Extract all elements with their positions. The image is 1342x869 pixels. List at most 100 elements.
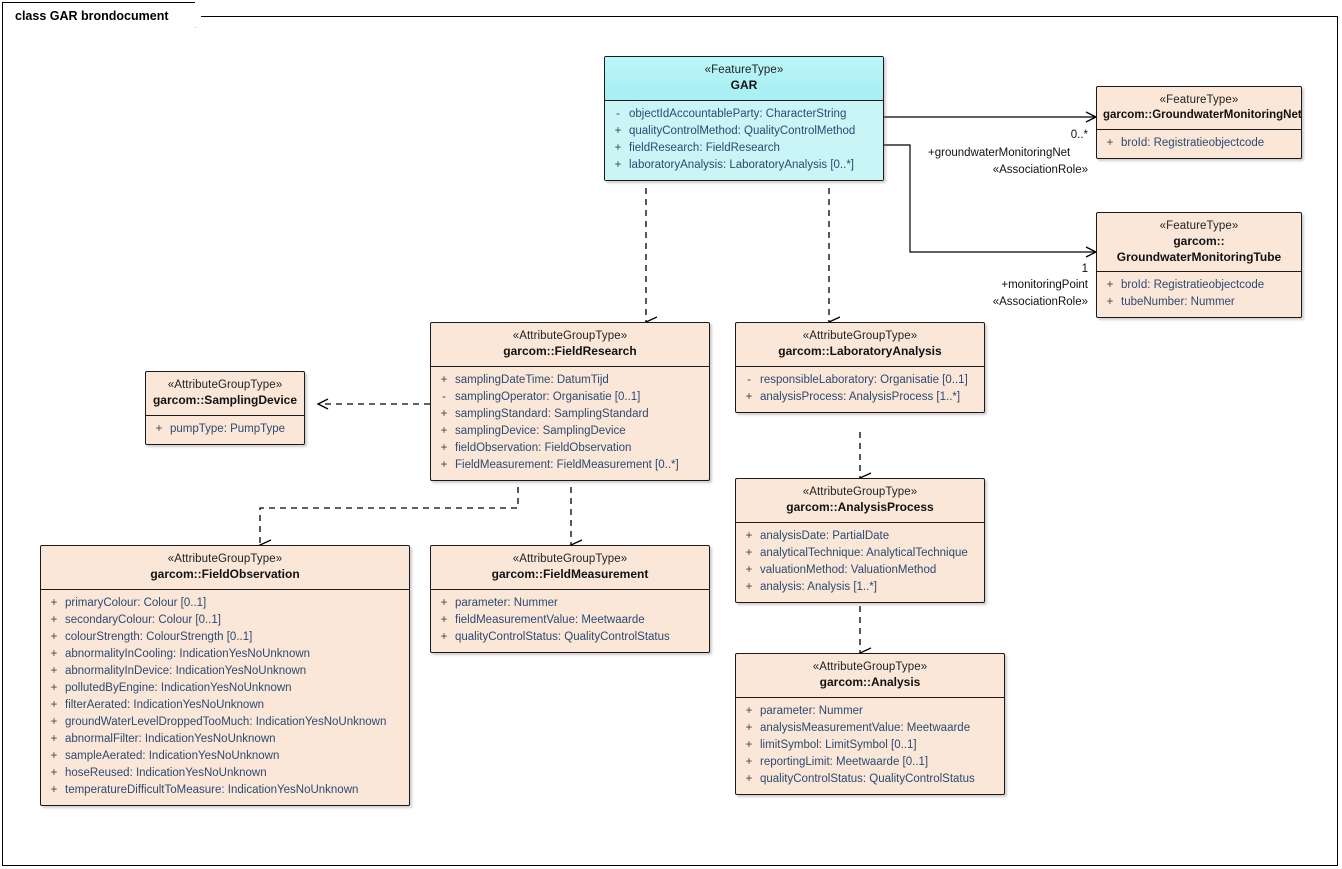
- class-stereotype: «AttributeGroupType»: [512, 330, 628, 342]
- class-box-groundwatermonitoringnet[interactable]: «FeatureType» garcom::GroundwaterMonitor…: [1096, 86, 1302, 160]
- attribute-visibility: +: [440, 407, 448, 420]
- attribute-visibility: +: [745, 755, 753, 768]
- attribute-text: hoseReused: IndicationYesNoUnknown: [65, 766, 267, 779]
- attribute-compartment: +parameter: Nummer+fieldMeasurementValue…: [431, 590, 709, 652]
- attribute-text: samplingDateTime: DatumTijd: [455, 373, 609, 386]
- class-box-samplingdevice[interactable]: «AttributeGroupType» garcom::SamplingDev…: [145, 371, 305, 445]
- class-header: «AttributeGroupType» garcom::FieldMeasur…: [431, 546, 709, 590]
- attribute-text: analysisDate: PartialDate: [760, 529, 890, 542]
- attribute-row: +secondaryColour: Colour [0..1]: [43, 612, 407, 629]
- attribute-visibility: +: [745, 546, 753, 559]
- class-box-analysisprocess[interactable]: «AttributeGroupType» garcom::AnalysisPro…: [735, 478, 985, 603]
- class-stereotype: «AttributeGroupType»: [802, 330, 918, 342]
- attribute-text: parameter: Nummer: [760, 704, 863, 717]
- attribute-row: -responsibleLaboratory: Organisatie [0..…: [738, 372, 982, 389]
- attribute-text: filterAerated: IndicationYesNoUnknown: [65, 698, 265, 711]
- attribute-visibility: +: [745, 772, 753, 785]
- attribute-visibility: +: [440, 424, 448, 437]
- class-stereotype: «AttributeGroupType»: [512, 553, 628, 565]
- attribute-visibility: +: [50, 596, 58, 609]
- attribute-text: responsibleLaboratory: Organisatie [0..1…: [760, 373, 968, 386]
- attribute-compartment: -responsibleLaboratory: Organisatie [0..…: [736, 367, 984, 412]
- attribute-row: + qualityControlStatus: QualityControlSta…: [433, 629, 707, 646]
- attribute-row: +primaryColour: Colour [0..1]: [43, 595, 407, 612]
- attribute-visibility: +: [440, 441, 448, 454]
- label-tube-role: +monitoringPoint: [1001, 279, 1088, 291]
- attribute-row: -samplingOperator: Organisatie [0..1]: [433, 389, 707, 406]
- attribute-text: groundWaterLevelDroppedTooMuch: Indicati…: [65, 715, 387, 728]
- attribute-visibility: +: [440, 630, 448, 643]
- attribute-row: +temperatureDifficultToMeasure: Indicati…: [43, 782, 407, 799]
- attribute-text: analysisMeasurementValue: Meetwaarde: [760, 721, 971, 734]
- attribute-compartment: +samplingDateTime: DatumTijd-samplingOpe…: [431, 367, 709, 480]
- label-net-multiplicity: 0..*: [1070, 129, 1088, 141]
- attribute-text: qualityControlStatus: QualityControlStat…: [455, 630, 670, 643]
- class-header: «AttributeGroupType» garcom::SamplingDev…: [146, 372, 304, 416]
- attribute-visibility: -: [616, 107, 620, 120]
- class-stereotype: «AttributeGroupType»: [167, 553, 283, 565]
- attribute-text: samplingOperator: Organisatie [0..1]: [455, 390, 641, 403]
- attribute-visibility: +: [614, 124, 622, 137]
- attribute-row: + hoseReused: IndicationYesNoUnknown: [43, 765, 407, 782]
- class-name: garcom::LaboratoryAnalysis: [778, 344, 942, 359]
- attribute-row: + qualityControlMethod: QualityControlMet…: [607, 123, 881, 140]
- attribute-visibility: +: [1106, 296, 1114, 309]
- attribute-row: +samplingDateTime: DatumTijd: [433, 372, 707, 389]
- attribute-compartment: +analysisDate: PartialDate+analyticalTec…: [736, 523, 984, 602]
- attribute-visibility: +: [440, 613, 448, 626]
- class-name: garcom::GroundwaterMonitoringNet: [1103, 109, 1302, 122]
- class-header: «FeatureType» GAR: [605, 57, 883, 101]
- attribute-row: +laboratoryAnalysis: LaboratoryAnalysis …: [607, 157, 881, 174]
- class-name: GAR: [730, 78, 758, 93]
- attribute-row: +abnormalFilter: IndicationYesNoUnknown: [43, 731, 407, 748]
- class-name: garcom::FieldObservation: [150, 567, 300, 582]
- diagram-title-tab: class GAR brondocument: [2, 2, 207, 29]
- attribute-row: +fieldObservation: FieldObservation: [433, 440, 707, 457]
- attribute-visibility: +: [614, 158, 622, 171]
- attribute-row: +reportingLimit: Meetwaarde [0..1]: [738, 754, 1002, 771]
- attribute-compartment: +primaryColour: Colour [0..1]+secondaryC…: [41, 590, 409, 805]
- attribute-row: +qualityControlStatus: QualityControlSta…: [738, 771, 1002, 788]
- attribute-text: valuationMethod: ValuationMethod: [760, 563, 937, 576]
- attribute-text: objectIdAccountableParty: CharacterStrin…: [629, 107, 847, 120]
- attribute-text: tubeNumber: Nummer: [1121, 296, 1235, 309]
- attribute-visibility: +: [745, 580, 753, 593]
- class-header: «AttributeGroupType» garcom::LaboratoryA…: [736, 323, 984, 367]
- label-net-role: +groundwaterMonitoringNet: [928, 147, 1071, 159]
- attribute-row: +samplingStandard: SamplingStandard: [433, 406, 707, 423]
- attribute-text: broId: Registratieobjectcode: [1121, 279, 1265, 292]
- attribute-visibility: -: [442, 390, 446, 403]
- class-name: garcom::AnalysisProcess: [786, 500, 934, 515]
- class-box-laboratoryanalysis[interactable]: «AttributeGroupType» garcom::LaboratoryA…: [735, 322, 985, 413]
- attribute-row: +colourStrength: ColourStrength [0..1]: [43, 629, 407, 646]
- attribute-compartment: +pumpType: PumpType: [146, 416, 304, 444]
- attribute-visibility: +: [745, 721, 753, 734]
- class-stereotype: «AttributeGroupType»: [812, 661, 928, 673]
- class-box-fieldresearch[interactable]: «AttributeGroupType» garcom::FieldResear…: [430, 322, 710, 481]
- attribute-visibility: +: [1106, 279, 1114, 292]
- attribute-row: +abnormalityInDevice: IndicationYesNoUnk…: [43, 663, 407, 680]
- attribute-row: +analysisDate: PartialDate: [738, 528, 982, 545]
- attribute-visibility: +: [50, 715, 58, 728]
- class-name-line1: garcom::: [1173, 234, 1225, 249]
- attribute-text: fieldMeasurementValue: Meetwaarde: [455, 613, 645, 626]
- attribute-row: +fieldResearch: FieldResearch: [607, 140, 881, 157]
- class-header: «AttributeGroupType» garcom::AnalysisPro…: [736, 479, 984, 523]
- attribute-visibility: +: [50, 613, 58, 626]
- attribute-text: colourStrength: ColourStrength [0..1]: [65, 630, 253, 643]
- class-box-fieldmeasurement[interactable]: «AttributeGroupType» garcom::FieldMeasur…: [430, 545, 710, 653]
- attribute-visibility: +: [50, 732, 58, 745]
- attribute-row: +analyticalTechnique: AnalyticalTechniqu…: [738, 545, 982, 562]
- class-box-fieldobservation[interactable]: «AttributeGroupType» garcom::FieldObserv…: [40, 545, 410, 806]
- class-stereotype: «FeatureType»: [1159, 220, 1239, 232]
- attribute-visibility: +: [50, 766, 58, 779]
- attribute-text: qualityControlMethod: QualityControlMeth…: [629, 124, 856, 137]
- attribute-row: +parameter: Nummer: [738, 703, 1002, 720]
- class-box-groundwatermonitoringtube[interactable]: «FeatureType» garcom:: GroundwaterMonito…: [1096, 212, 1302, 319]
- attribute-visibility: +: [1106, 137, 1114, 150]
- class-box-analysis[interactable]: «AttributeGroupType» garcom::Analysis +p…: [735, 653, 1005, 795]
- attribute-visibility: +: [50, 681, 58, 694]
- attribute-row: + broId: Registratieobjectcode: [1099, 277, 1299, 294]
- class-box-gar[interactable]: «FeatureType» GAR -objectIdAccountablePa…: [604, 56, 884, 181]
